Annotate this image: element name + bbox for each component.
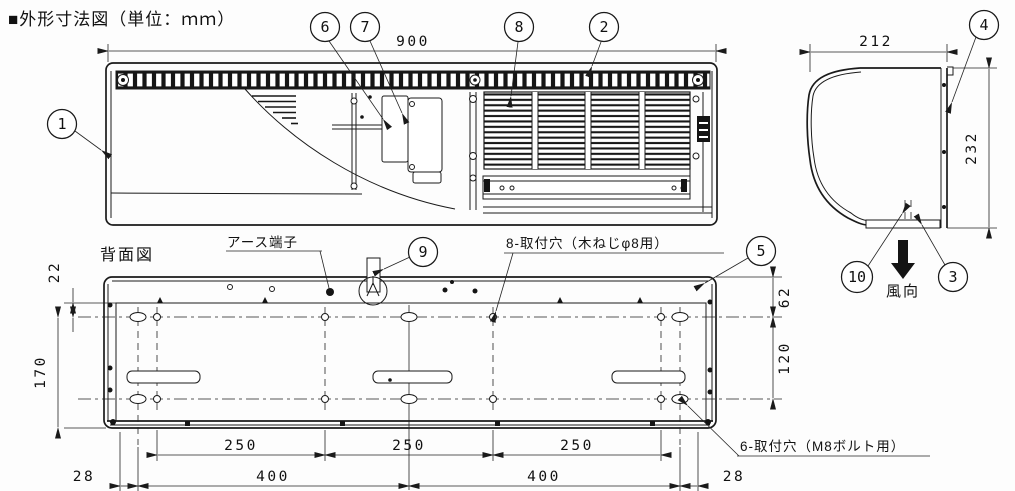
dim-170-label: 170 (33, 355, 49, 389)
dimension-22: 22 (47, 261, 116, 332)
front-view: 900 (97, 34, 727, 226)
dim-28-left: 28 (73, 469, 95, 485)
rear-view-label: 背面図 (100, 246, 154, 264)
earth-terminal-point (326, 288, 334, 296)
dim-250-2: 250 (392, 438, 426, 454)
airflow-label: 風向 (886, 283, 920, 300)
bolt-holes-label: 6-取付穴（M8ボルト用） (740, 439, 905, 454)
balloon-7: 7 (349, 11, 410, 125)
intake-grille (115, 70, 711, 90)
dim-120-label: 120 (777, 341, 793, 375)
balloon-8: 8 (503, 11, 535, 108)
side-profile-inner (810, 71, 873, 222)
balloon-1: 1 (46, 108, 113, 160)
svg-text:6: 6 (320, 18, 329, 36)
dimension-62: 62 (716, 266, 793, 328)
svg-text:2: 2 (599, 18, 608, 36)
balloon-2: 2 (585, 11, 620, 78)
dim-232-label: 232 (964, 131, 980, 165)
dimension-900: 900 (97, 34, 727, 62)
front-body-outline (105, 62, 718, 226)
dim-250-3: 250 (560, 438, 594, 454)
balloon-4: 4 (945, 9, 1000, 114)
dim-900-label: 900 (396, 34, 430, 50)
dimension-170: 170 (33, 306, 106, 439)
airflow-arrow-icon (891, 240, 915, 279)
earth-terminal-label: アース端子 (227, 235, 298, 250)
hanging-slots (126, 370, 686, 384)
svg-text:10: 10 (848, 268, 866, 286)
dim-400-2: 400 (527, 469, 561, 485)
dimension-232: 232 (947, 57, 997, 239)
balloon-3: 3 (913, 213, 969, 293)
dim-400-1: 400 (256, 469, 290, 485)
lower-duct (482, 175, 712, 214)
bolt-holes-callout: 6-取付穴（M8ボルト用） (677, 395, 930, 457)
svg-text:3: 3 (948, 268, 957, 286)
balloon-6: 6 (309, 11, 393, 131)
balloon-9: 9 (372, 236, 439, 277)
front-panel-seam (110, 192, 363, 195)
screw-holes-label: 8-取付穴（木ねじφ8用） (506, 236, 669, 251)
svg-text:7: 7 (360, 18, 369, 36)
svg-text:1: 1 (57, 115, 66, 133)
svg-text:9: 9 (418, 243, 427, 261)
conduit-entry (358, 257, 388, 306)
dimension-212: 212 (799, 34, 958, 72)
rear-fasteners (107, 299, 713, 426)
svg-text:5: 5 (756, 242, 765, 260)
motor-section (332, 93, 443, 190)
bottom-dimensions: 250 250 250 400 400 28 28 (73, 430, 745, 491)
control-box (407, 97, 443, 173)
balloon-callouts: 1 6 7 8 2 4 10 (46, 9, 1000, 294)
motor-box (381, 95, 409, 163)
cutaway-curve (244, 88, 456, 210)
side-profile (806, 67, 941, 226)
dim-28-right: 28 (723, 469, 745, 485)
earth-terminal-callout: アース端子 (226, 235, 330, 289)
balloon-5: 5 (693, 235, 777, 292)
screw-holes-callout: 8-取付穴（木ねじφ8用） (489, 236, 724, 323)
rear-top-strip (157, 280, 643, 303)
rear-inner-panel (115, 302, 707, 422)
svg-text:4: 4 (979, 16, 988, 34)
page-title: ■外形寸法図（単位：ｍｍ） (8, 10, 235, 29)
side-view: 212 232 風向 (799, 34, 997, 300)
air-outlet (865, 219, 941, 229)
rear-view: 背面図 アース端子 8-取付穴（木ねじφ8用） 6-取付穴（M8ボルト用） 22 (33, 235, 930, 491)
dim-22-label: 22 (47, 261, 63, 283)
balloon-10: 10 (840, 202, 911, 294)
end-plate (689, 92, 710, 212)
rear-body-outline (103, 276, 717, 429)
crossflow-fan (483, 91, 691, 170)
dim-62-label: 62 (777, 286, 793, 308)
svg-text:8: 8 (514, 18, 523, 36)
dimension-120: 120 (770, 306, 793, 410)
dim-250-1: 250 (224, 438, 258, 454)
fan-wedge-stripes (252, 95, 298, 125)
dim-212-label: 212 (859, 34, 893, 50)
